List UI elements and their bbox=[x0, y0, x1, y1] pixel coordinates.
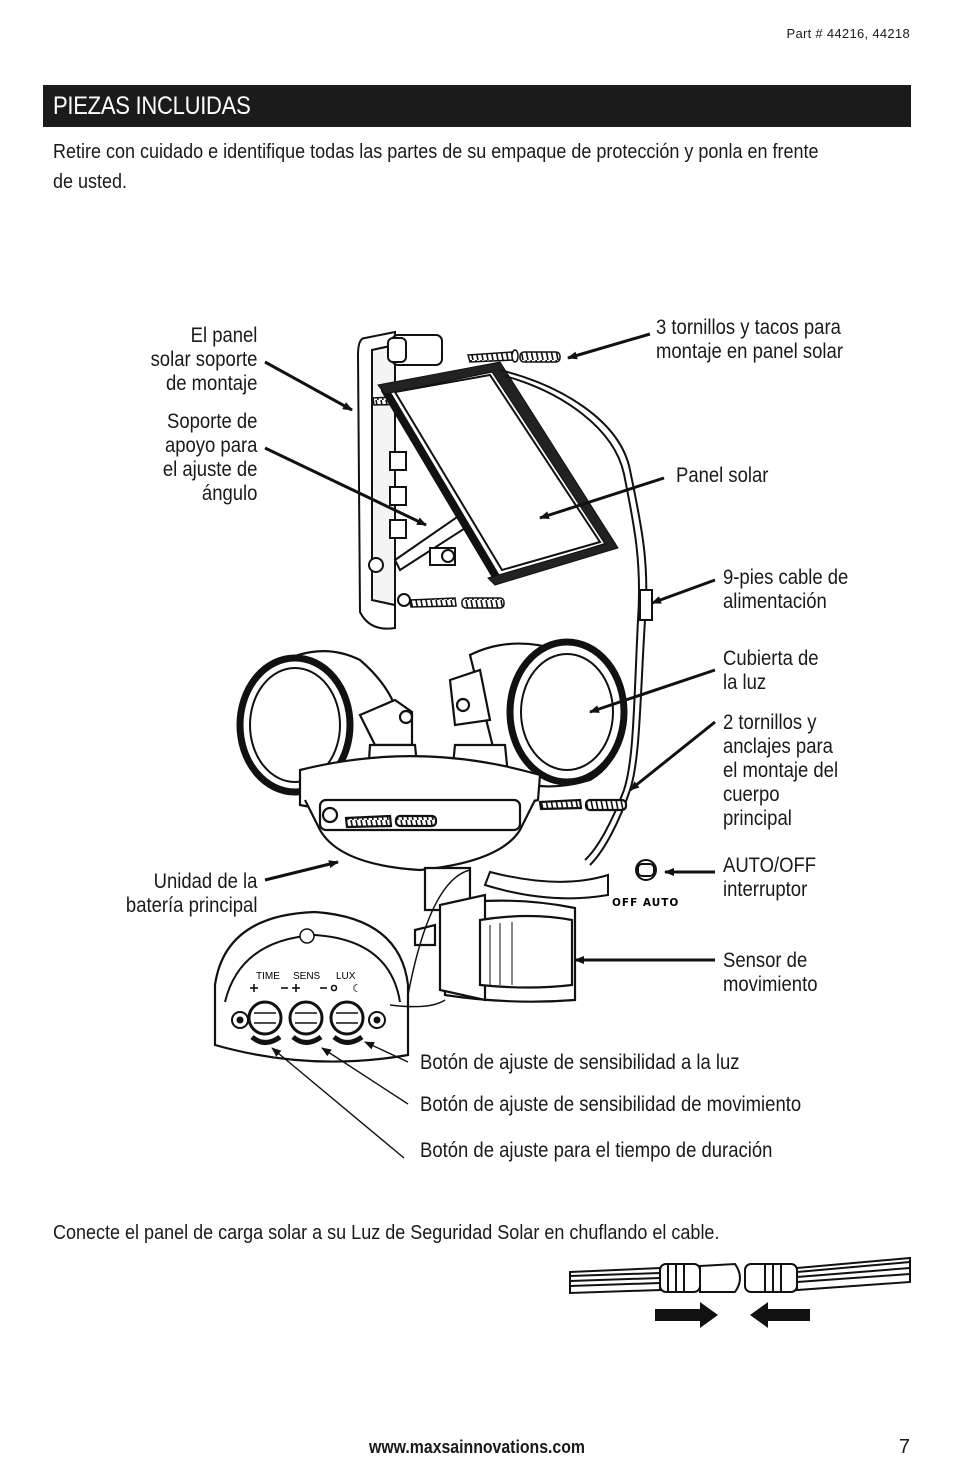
arrow-body-screws bbox=[629, 720, 716, 792]
arrow-battery-unit bbox=[264, 860, 339, 882]
section-header: PIEZAS INCLUIDAS bbox=[43, 85, 911, 127]
auto-off-switch bbox=[483, 859, 657, 900]
arrow-mount-bracket bbox=[264, 360, 353, 412]
knob-leader-lines bbox=[271, 1041, 409, 1159]
label-lux-knob: Botón de ajuste de sensibilidad a la luz bbox=[420, 1051, 740, 1074]
dial-label-lux: LUX bbox=[336, 971, 356, 982]
page-number: 7 bbox=[898, 1436, 910, 1458]
part-number: Part # 44216, 44218 bbox=[786, 26, 910, 41]
main-housing bbox=[298, 755, 628, 912]
moon-icon: ☾ bbox=[352, 982, 362, 995]
footer-url[interactable]: www.maxsainnovations.com bbox=[369, 1437, 585, 1457]
label-time-knob: Botón de ajuste para el tiempo de duraci… bbox=[420, 1139, 773, 1162]
solar-panel bbox=[377, 361, 619, 586]
section-title: PIEZAS INCLUIDAS bbox=[53, 92, 251, 120]
right-lamp bbox=[448, 638, 628, 788]
control-plate bbox=[213, 869, 471, 1063]
arrow-panel-screws bbox=[567, 332, 651, 360]
intro-text: Retire con cuidado e identifique todas l… bbox=[53, 141, 819, 193]
leader-sens bbox=[321, 1047, 409, 1105]
dial-label-time: TIME bbox=[256, 971, 280, 982]
mounting-bracket bbox=[356, 330, 472, 630]
motion-sensor-unit bbox=[413, 893, 577, 1003]
cable-connector bbox=[569, 1256, 911, 1295]
arrow-power-cable bbox=[651, 578, 716, 605]
label-solar-panel: Panel solar bbox=[676, 464, 769, 487]
push-arrow-left bbox=[750, 1302, 810, 1328]
label-sens-knob: Botón de ajuste de sensibilidad de movim… bbox=[420, 1093, 802, 1116]
callout-arrows bbox=[264, 332, 716, 964]
arrow-light-cover bbox=[589, 668, 716, 714]
leader-time bbox=[271, 1047, 405, 1159]
push-arrow-right bbox=[655, 1302, 718, 1328]
arrow-solar-panel bbox=[539, 476, 665, 520]
switch-text: OFF AUTO bbox=[612, 897, 679, 909]
leader-lux bbox=[364, 1041, 409, 1063]
dial-plus-minus-marks bbox=[250, 984, 338, 992]
left-lamp bbox=[236, 650, 420, 796]
push-arrows bbox=[655, 1302, 810, 1328]
arrow-angle-support bbox=[264, 446, 427, 527]
power-cable bbox=[499, 369, 653, 866]
dial-label-sens: SENS bbox=[293, 971, 321, 982]
connect-instruction: Conecte el panel de carga solar a su Luz… bbox=[53, 1222, 720, 1244]
